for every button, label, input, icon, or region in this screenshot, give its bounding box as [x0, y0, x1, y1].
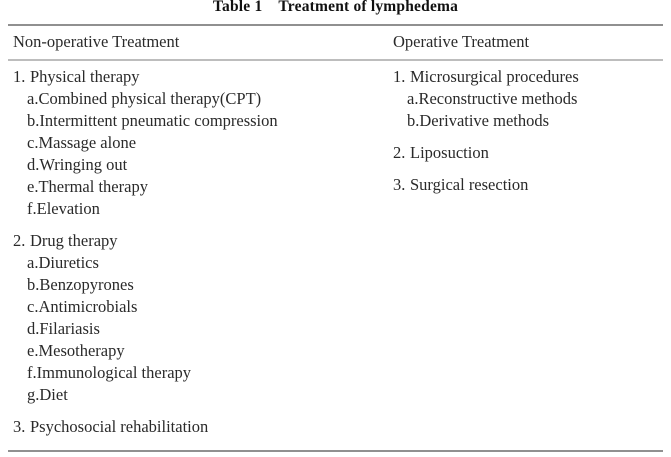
list-item-label: Physical therapy	[30, 67, 140, 86]
list-item: 2.Liposuction	[393, 142, 663, 164]
list-item-label: Surgical resection	[410, 175, 529, 194]
list-item: 2.Drug therapy	[13, 230, 383, 252]
list-subitem: e.Mesotherapy	[27, 341, 125, 360]
list-subitem: g.Diet	[27, 385, 68, 404]
list-item-label: Liposuction	[410, 143, 489, 162]
list-item-marker: 1.	[13, 67, 26, 86]
list-item-marker: 3.	[13, 417, 26, 436]
list-group: 3.Surgical resection	[393, 174, 663, 196]
list-group: 2.Liposuction	[393, 142, 663, 164]
list-subitem: e.Thermal therapy	[27, 177, 148, 196]
list-subitem: d.Wringing out	[27, 155, 128, 174]
list-subitem: b.Intermittent pneumatic compression	[27, 111, 278, 130]
column-header-operative: Operative Treatment	[393, 32, 530, 51]
list-item-marker: 2.	[13, 231, 26, 250]
table-header-rule	[8, 59, 663, 61]
list-item: 3.Surgical resection	[393, 174, 663, 196]
table-bottom-rule	[8, 450, 663, 452]
list-item: 3.Psychosocial rehabilitation	[13, 416, 383, 438]
list-item-label: Psychosocial rehabilitation	[30, 417, 209, 436]
list-item-label: Drug therapy	[30, 231, 118, 250]
list-subitem: a.Diuretics	[27, 253, 99, 272]
list-item-marker: 2.	[393, 143, 406, 162]
list-subitem: b.Benzopyrones	[27, 275, 134, 294]
list-item-marker: 1.	[393, 67, 406, 86]
list-item: 1.Microsurgical procedures	[393, 66, 663, 88]
list-subitem: a.Combined physical therapy(CPT)	[27, 89, 262, 108]
list-item-marker: 3.	[393, 175, 406, 194]
list-item-label: Microsurgical procedures	[410, 67, 579, 86]
list-subitem: a.Reconstructive methods	[407, 89, 578, 108]
list-item: 1.Physical therapy	[13, 66, 383, 88]
column-header-non-operative: Non-operative Treatment	[13, 32, 180, 51]
list-subitem: b.Derivative methods	[407, 111, 550, 130]
table-caption: Table 1 Treatment of lymphedema	[212, 0, 459, 15]
list-group: 3.Psychosocial rehabilitation	[13, 416, 383, 438]
list-subitem: f.Elevation	[27, 199, 100, 218]
column-header-row: Non-operative Treatment Operative Treatm…	[0, 32, 671, 58]
list-subitem: c.Massage alone	[27, 133, 137, 152]
list-subitem: c.Antimicrobials	[27, 297, 138, 316]
list-subitem: f.Immunological therapy	[27, 363, 192, 382]
list-subitem: d.Filariasis	[27, 319, 100, 338]
table-top-rule	[8, 24, 663, 26]
